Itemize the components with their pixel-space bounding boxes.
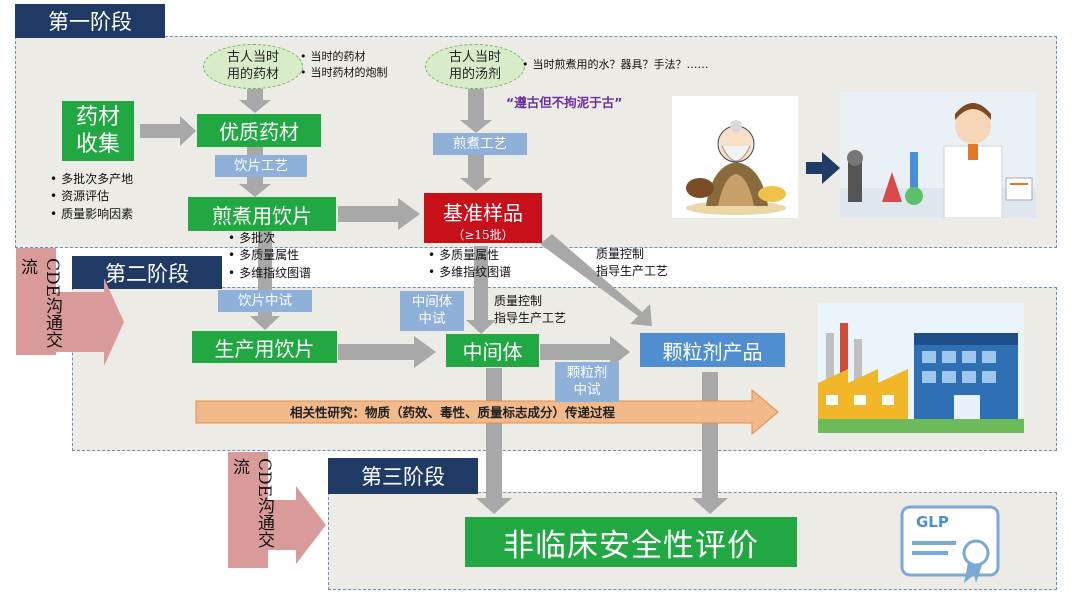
arrow-process-to-sample xyxy=(460,153,492,191)
ellipse-ancient-decoction-text: 古人当时用的汤剂 xyxy=(448,49,501,82)
cde-label-2-text: CDE沟通交流 xyxy=(229,458,274,549)
slice-pilot-box: 饮片中试 xyxy=(218,290,312,312)
decoction-slices-box: 煎煮用饮片 xyxy=(188,197,336,231)
cde-arrow-1 xyxy=(16,248,124,366)
nonclinical-evaluation-box: 非临床安全性评价 xyxy=(465,517,797,567)
quality-herbs-box: 优质药材 xyxy=(197,114,321,147)
intermediate-pilot-box: 中间体中试 xyxy=(400,291,464,331)
quote-text: “遵古但不拘泥于古” xyxy=(506,95,623,110)
reference-sample-notes: 多质量属性 多维指纹图谱 xyxy=(428,247,511,282)
reference-sample-title: 基准样品 xyxy=(443,201,523,225)
stage1-tab: 第一阶段 xyxy=(15,4,165,38)
correlation-arrow xyxy=(195,388,779,436)
note-item: 当时药材的炮制 xyxy=(300,65,388,81)
cde-arrow-2 xyxy=(228,452,326,568)
stage3-tab: 第三阶段 xyxy=(328,458,478,494)
herb-collection-box: 药材收集 xyxy=(62,101,134,161)
slice-process-box: 饮片工艺 xyxy=(215,155,307,177)
note-item: 质量影响因素 xyxy=(50,206,133,223)
note-line: 指导生产工艺 xyxy=(596,264,669,279)
reference-sample-sub: （≥15批） xyxy=(452,228,514,242)
decoction-process-box: 煎煮工艺 xyxy=(433,133,527,155)
intermediate-note: 质量控制 指导生产工艺 xyxy=(494,293,566,328)
note-item: 多批次 xyxy=(228,230,311,247)
granule-product-box: 颗粒剂产品 xyxy=(640,333,785,367)
factory-illustration xyxy=(818,303,1024,433)
glp-certificate-icon: GLP xyxy=(898,503,1002,585)
production-slices-box: 生产用饮片 xyxy=(192,331,337,363)
modern-lab-illustration xyxy=(840,92,1036,219)
arrow-ancient-to-modern xyxy=(806,152,840,184)
arrow-intermediate-to-granule xyxy=(540,336,630,368)
ancient-scholar-illustration xyxy=(672,96,798,218)
note-line: 质量控制 xyxy=(494,294,543,308)
arrow-production-to-intermediate xyxy=(338,336,436,368)
note-line: 指导生产工艺 xyxy=(494,311,567,326)
arrow-sample-to-granule xyxy=(540,234,652,326)
granule-pilot-box: 颗粒剂中试 xyxy=(555,362,619,402)
intermediate-box: 中间体 xyxy=(446,334,539,367)
ellipse-ancient-herbs-text: 古人当时用的药材 xyxy=(226,49,279,82)
note-item: 多批次多产地 xyxy=(50,171,133,188)
arrow-slices-to-sample xyxy=(338,198,420,230)
glp-label: GLP xyxy=(916,513,949,531)
quality-control-note: 质量控制 指导生产工艺 xyxy=(596,246,668,281)
cde-label-1: CDE沟通交流 xyxy=(17,258,62,350)
arrow-decoction-down xyxy=(460,88,492,133)
cde-label-1-text: CDE沟通交流 xyxy=(17,258,62,349)
intermediate-pilot-text: 中间体中试 xyxy=(411,294,453,327)
correlation-text: 相关性研究：物质（药效、毒性、质量标志成分）传递过程 xyxy=(290,405,616,420)
herb-collection-text: 药材收集 xyxy=(75,104,120,158)
note-item: 多维指纹图谱 xyxy=(228,265,311,282)
ellipse-ancient-decoction: 古人当时用的汤剂 xyxy=(425,44,525,89)
decoction-slices-notes: 多批次 多质量属性 多维指纹图谱 xyxy=(228,230,311,282)
arrow-granule-to-evaluation xyxy=(692,372,728,514)
cde-label-2: CDE沟通交流 xyxy=(229,458,274,562)
note-item: 多质量属性 xyxy=(228,247,311,264)
herb-collection-notes: 多批次多产地 资源评估 质量影响因素 xyxy=(50,171,133,223)
ellipse-ancient-herbs: 古人当时用的药材 xyxy=(203,44,303,89)
arrow-collection-to-quality xyxy=(140,116,196,146)
stage2-tab: 第二阶段 xyxy=(72,256,222,289)
note-line: 质量控制 xyxy=(596,247,645,261)
ancient-decoction-note: 当时煎煮用的水？器具？手法？…… xyxy=(522,57,709,73)
arrow-intermediate-to-evaluation xyxy=(476,368,512,514)
reference-sample-box: 基准样品 （≥15批） xyxy=(424,193,542,243)
note-item: 当时煎煮用的水？器具？手法？…… xyxy=(522,57,709,73)
note-item: 多维指纹图谱 xyxy=(428,264,511,281)
arrow-sample-to-intermediate xyxy=(466,246,496,334)
note-item: 多质量属性 xyxy=(428,247,511,264)
note-item: 资源评估 xyxy=(50,188,133,205)
arrow-herb-to-quality xyxy=(239,88,271,113)
note-item: 当时的药材 xyxy=(300,49,388,65)
granule-pilot-text: 颗粒剂中试 xyxy=(566,365,608,398)
ancient-herbs-notes: 当时的药材 当时药材的炮制 xyxy=(300,49,388,81)
